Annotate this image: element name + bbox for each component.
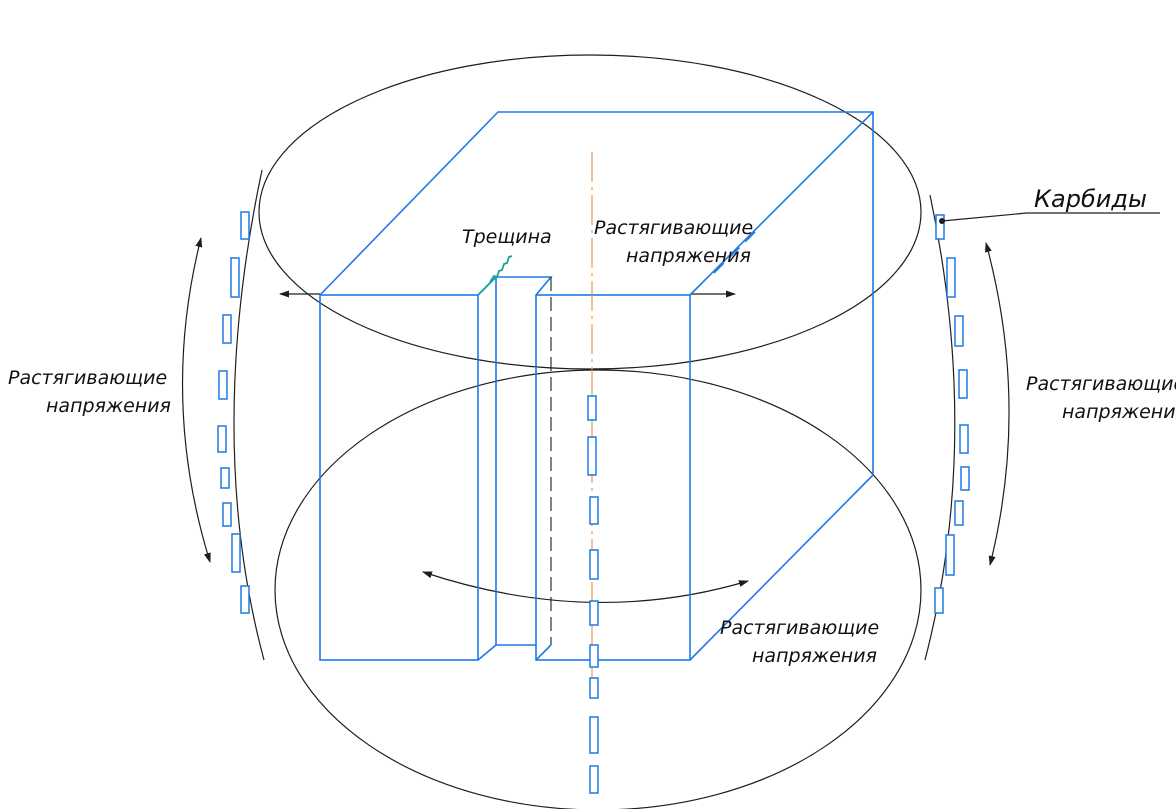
carbide-particle xyxy=(587,436,597,476)
left-tension-line1: Растягивающие xyxy=(8,367,167,389)
axis-dash-top xyxy=(713,226,761,274)
carbide-particle xyxy=(587,395,597,421)
left-barrel-edge xyxy=(233,169,265,661)
carbides-axis xyxy=(587,395,599,794)
top-ellipse xyxy=(258,54,922,370)
carbide-particle xyxy=(240,585,250,614)
carbide-particle xyxy=(954,500,964,526)
crack-label: Трещина xyxy=(462,226,552,248)
right-half-face xyxy=(535,294,691,661)
right-side-arrow xyxy=(984,242,1010,566)
carbide-particle xyxy=(589,677,599,699)
carbide-particle xyxy=(959,424,969,454)
tension-arrows xyxy=(181,237,1010,604)
carbide-particle xyxy=(589,549,599,580)
carbide-particle xyxy=(946,257,956,298)
bottom-tension-line1: Растягивающие xyxy=(720,617,879,639)
carbides-label: Карбиды xyxy=(1034,185,1147,213)
carbide-particle xyxy=(230,257,240,298)
block-top-back xyxy=(319,111,874,475)
carbide-particle xyxy=(589,716,599,754)
carbide-particle xyxy=(935,214,945,240)
right-half-bevel xyxy=(535,644,552,661)
carbides-left xyxy=(217,211,250,614)
carbide-particle xyxy=(945,534,955,576)
carbides-leader xyxy=(941,212,1160,222)
carbide-particle xyxy=(960,466,970,491)
bottom-curved-arrow xyxy=(422,571,749,604)
carbide-particle xyxy=(589,496,599,525)
crack-zigzag xyxy=(489,255,513,283)
carbide-particle xyxy=(217,425,227,453)
right-tension-line1: Растягивающие xyxy=(1026,373,1176,395)
block-bottom-diagonal xyxy=(689,474,874,661)
carbide-particle xyxy=(240,211,250,240)
crack xyxy=(477,255,513,296)
center-tension-line2: напряжения xyxy=(626,245,751,267)
carbide-particle xyxy=(222,502,232,527)
carbide-particle xyxy=(958,369,968,399)
center-tension-line1: Растягивающие xyxy=(594,217,753,239)
left-tension-line2: напряжения xyxy=(46,395,171,417)
carbide-particle xyxy=(934,587,944,614)
block-right-diagonal xyxy=(689,111,874,296)
carbide-particle xyxy=(589,765,599,794)
bottom-ellipse xyxy=(274,369,922,809)
left-half-face xyxy=(319,294,479,661)
carbide-particle xyxy=(222,314,232,344)
carbide-particle xyxy=(954,315,964,347)
right-tension-line2: напряжения xyxy=(1062,401,1176,423)
left-half-side xyxy=(477,275,497,661)
bottom-tension-line2: напряжения xyxy=(752,645,877,667)
left-side-arrow xyxy=(181,237,211,563)
carbides-right xyxy=(934,214,970,614)
carbide-particle xyxy=(589,644,599,668)
leader-line xyxy=(941,212,1028,222)
carbide-particle xyxy=(218,370,228,400)
carbide-particle xyxy=(589,600,599,626)
carbide-particle xyxy=(220,467,230,489)
slot-top xyxy=(496,276,553,296)
leader-dot xyxy=(939,218,945,224)
carbide-particle xyxy=(231,533,241,573)
crack-edge xyxy=(477,276,497,296)
